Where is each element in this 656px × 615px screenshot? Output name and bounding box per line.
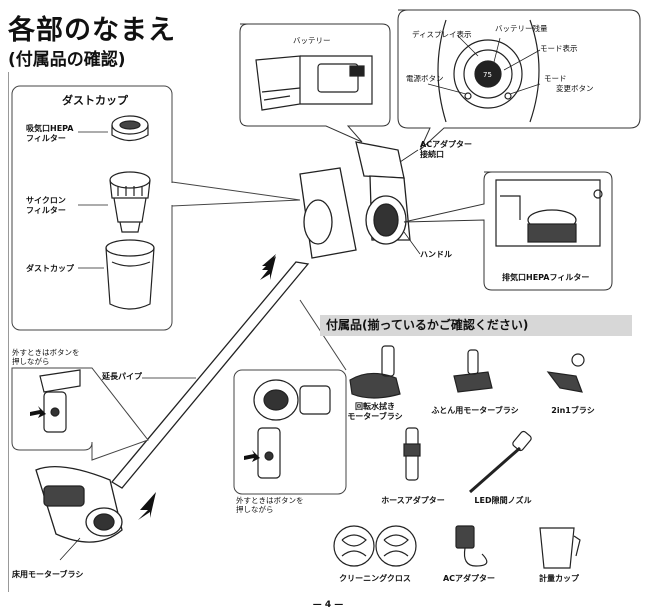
remove-hint-left-2: 押しながら bbox=[12, 357, 50, 366]
remove-hint-right-1: 外すときはボタンを bbox=[236, 496, 304, 505]
exhaust-filter-label: 排気口HEPAフィルター bbox=[502, 273, 590, 282]
accessory-futon-brush: ふとん用モーターブラシ bbox=[431, 406, 519, 415]
accessory-ac-adapter: ACアダプター bbox=[442, 574, 496, 583]
remove-hint-right-2: 押しながら bbox=[236, 505, 274, 514]
mode-display-label: モード表示 bbox=[540, 44, 578, 53]
ac-port-label-1: ACアダプター bbox=[420, 140, 473, 149]
intake-filter-label-2: フィルター bbox=[26, 134, 66, 143]
page-number: — 4 — bbox=[312, 600, 344, 610]
accessories-heading: 付属品(揃っているかご確認ください) bbox=[320, 315, 632, 336]
arrow-down-left-icon bbox=[138, 492, 156, 520]
page-title: 各部のなまえ bbox=[8, 15, 176, 46]
dust-cup-label: ダストカップ bbox=[26, 264, 74, 273]
battery-callout-box bbox=[239, 23, 391, 143]
accessory-cleaning-cloth: クリーニングクロス bbox=[339, 574, 411, 583]
arrow-right-icon bbox=[244, 450, 260, 462]
cyclone-filter-label-2: フィルター bbox=[26, 206, 66, 215]
accessory-2in1-brush: 2in1ブラシ bbox=[551, 406, 595, 415]
display-drawing bbox=[437, 19, 540, 123]
main-leader-lines bbox=[59, 149, 421, 561]
ac-port-label-2: 接続口 bbox=[420, 150, 444, 159]
accessory-measuring-cup: 計量カップ bbox=[539, 574, 579, 583]
battery-drawing bbox=[255, 55, 373, 111]
pipe-release-left-drawing bbox=[39, 369, 81, 433]
arrow-icon bbox=[260, 256, 276, 280]
mode-change-label-2: 変更ボタン bbox=[556, 84, 594, 93]
exhaust-drawing bbox=[495, 179, 603, 247]
section-divider bbox=[8, 72, 9, 592]
pipe-release-inset-right bbox=[233, 369, 347, 495]
accessory-drawings bbox=[333, 345, 585, 569]
dust-cup-parts bbox=[105, 115, 155, 310]
dust-cup-panel bbox=[11, 85, 173, 331]
pipe-release-right-drawing bbox=[253, 379, 331, 479]
battery-label: バッテリー bbox=[293, 36, 331, 45]
mode-change-label-1: モード bbox=[544, 74, 567, 83]
dust-cup-panel-title: ダストカップ bbox=[62, 94, 128, 107]
floor-brush-label: 床用モーターブラシ bbox=[12, 570, 84, 579]
arrow-right-icon bbox=[30, 406, 46, 418]
accessory-hose-adapter: ホースアダプター bbox=[381, 496, 445, 505]
power-button-label: 電源ボタン bbox=[406, 74, 444, 83]
arrow-icon bbox=[262, 254, 276, 266]
cyclone-filter-label-1: サイクロン bbox=[26, 196, 66, 205]
battery-level-label: バッテリー残量 bbox=[495, 24, 548, 33]
display-label: ディスプレイ表示 bbox=[412, 30, 472, 39]
display-leader-lines bbox=[427, 35, 541, 95]
display-readout: 75 bbox=[483, 71, 492, 79]
dust-cup-leaders bbox=[78, 131, 108, 269]
exhaust-callout-box bbox=[403, 171, 613, 291]
page-subtitle: (付属品の確認) bbox=[8, 50, 126, 70]
intake-filter-label-1: 吸気口HEPA bbox=[26, 124, 74, 133]
extension-pipe-label: 延長パイプ bbox=[102, 372, 142, 381]
accessory-rotating-mop-2: モーターブラシ bbox=[347, 412, 403, 421]
dust-cup-panel-callout bbox=[171, 181, 301, 207]
remove-hint-left-1: 外すときはボタンを bbox=[12, 348, 80, 357]
accessory-rotating-mop-1: 回転水拭き bbox=[355, 402, 395, 411]
vacuum-main-body bbox=[35, 141, 411, 543]
pipe-release-inset-left bbox=[11, 367, 149, 461]
handle-label: ハンドル bbox=[420, 250, 452, 259]
display-callout-box bbox=[397, 9, 641, 151]
accessory-led-crevice: LED隙間ノズル bbox=[474, 496, 532, 505]
